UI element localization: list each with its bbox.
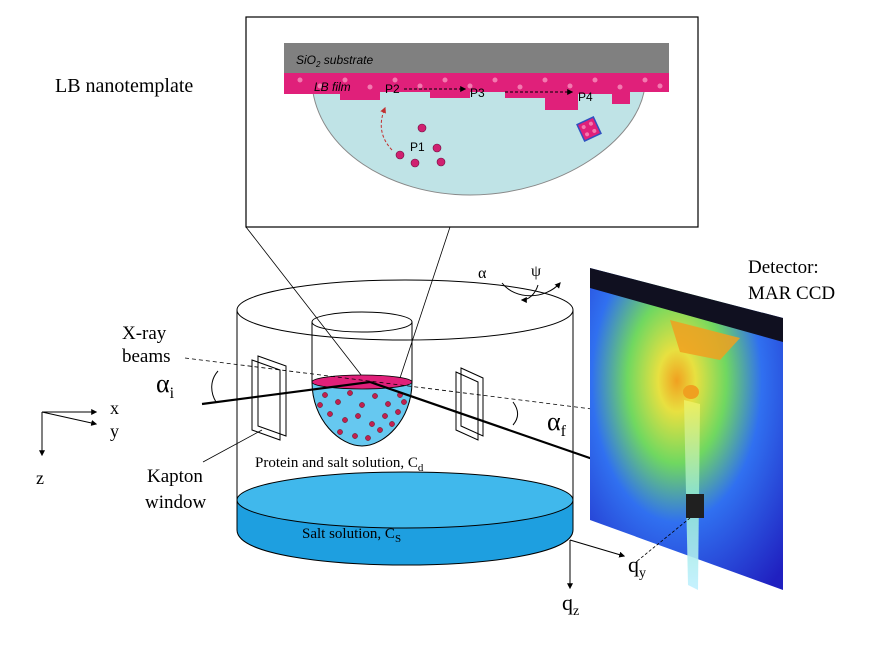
lb-film-label: LB film xyxy=(314,80,351,94)
alpha-rotation-label: α xyxy=(478,265,487,282)
zoom-line-left xyxy=(245,226,366,381)
y-axis-label: y xyxy=(110,421,119,441)
substrate-label: SiO2 substrate xyxy=(296,53,373,69)
salt-solution-label: Salt solution, CS xyxy=(302,526,401,545)
kapton-window-left-back xyxy=(257,355,287,437)
rotation-arc-psi xyxy=(520,284,539,303)
p4-crystal xyxy=(576,116,602,142)
alpha-f-arc xyxy=(512,401,518,426)
inset-panel: LB nanotemplate SiO2 substrate LB film P… xyxy=(55,16,699,381)
xray-label-line1: X-ray xyxy=(122,323,167,344)
xray-label-line2: beams xyxy=(122,346,171,367)
detector-label-line2: MAR CCD xyxy=(748,283,835,304)
x-axis-label: x xyxy=(110,398,119,418)
kapton-label-line2: window xyxy=(145,492,207,513)
detector-label-line1: Detector: xyxy=(748,257,819,278)
beam-stop-pointer xyxy=(635,517,691,563)
z-axis-label: z xyxy=(36,468,44,488)
inset-particles xyxy=(395,123,446,168)
kapton-window-right-back xyxy=(460,367,484,437)
outer-cylinder-top xyxy=(236,279,574,341)
psi-rotation-label: ψ xyxy=(531,263,541,280)
p2-label: P2 xyxy=(385,82,400,96)
qy-label: qy xyxy=(628,552,646,581)
protein-solution-label: Protein and salt solution, Cd xyxy=(255,455,424,474)
p4-label: P4 xyxy=(578,90,593,104)
kapton-pointer xyxy=(202,429,263,463)
p1-label: P1 xyxy=(410,140,425,154)
rotation-arc-alpha xyxy=(501,282,561,297)
inset-droplet xyxy=(311,84,646,196)
lab-axes: x y z xyxy=(36,398,119,488)
detector-bright-spot xyxy=(683,385,699,399)
alpha-i-arc xyxy=(211,370,219,403)
kapton-label-line1: Kapton xyxy=(147,466,203,487)
zoom-line-right xyxy=(399,226,451,379)
kapton-window-left xyxy=(251,359,281,441)
alpha-i-label: αi xyxy=(156,369,175,402)
incident-beam xyxy=(201,380,371,406)
alpha-f-label: αf xyxy=(547,407,567,440)
inset-substrate xyxy=(284,43,669,73)
rotation-indicator: α ψ xyxy=(478,263,561,303)
y-axis-arrow xyxy=(41,411,98,426)
detector: Detector: MAR CCD qy qz xyxy=(562,257,835,619)
inset-lb-film xyxy=(284,73,669,110)
detector-top-edge xyxy=(590,268,783,342)
beam-stop xyxy=(686,494,704,518)
qy-axis-arrow xyxy=(569,539,626,558)
protein-particles xyxy=(317,390,407,441)
inset-title: LB nanotemplate xyxy=(55,75,193,97)
detector-orange-spot xyxy=(670,320,740,360)
qz-label: qz xyxy=(562,590,579,619)
outer-cylinder-bottom xyxy=(236,529,574,566)
p3-label: P3 xyxy=(470,86,485,100)
inset-film-dots xyxy=(297,77,663,90)
p1-p2-arrow xyxy=(380,106,393,151)
salt-solution-surface xyxy=(236,471,574,529)
kapton-window-right xyxy=(455,371,479,441)
sample-cell: Protein and salt solution, Cd Salt solut… xyxy=(145,279,574,566)
inner-cup-top xyxy=(311,311,413,333)
protein-solution xyxy=(311,381,413,447)
